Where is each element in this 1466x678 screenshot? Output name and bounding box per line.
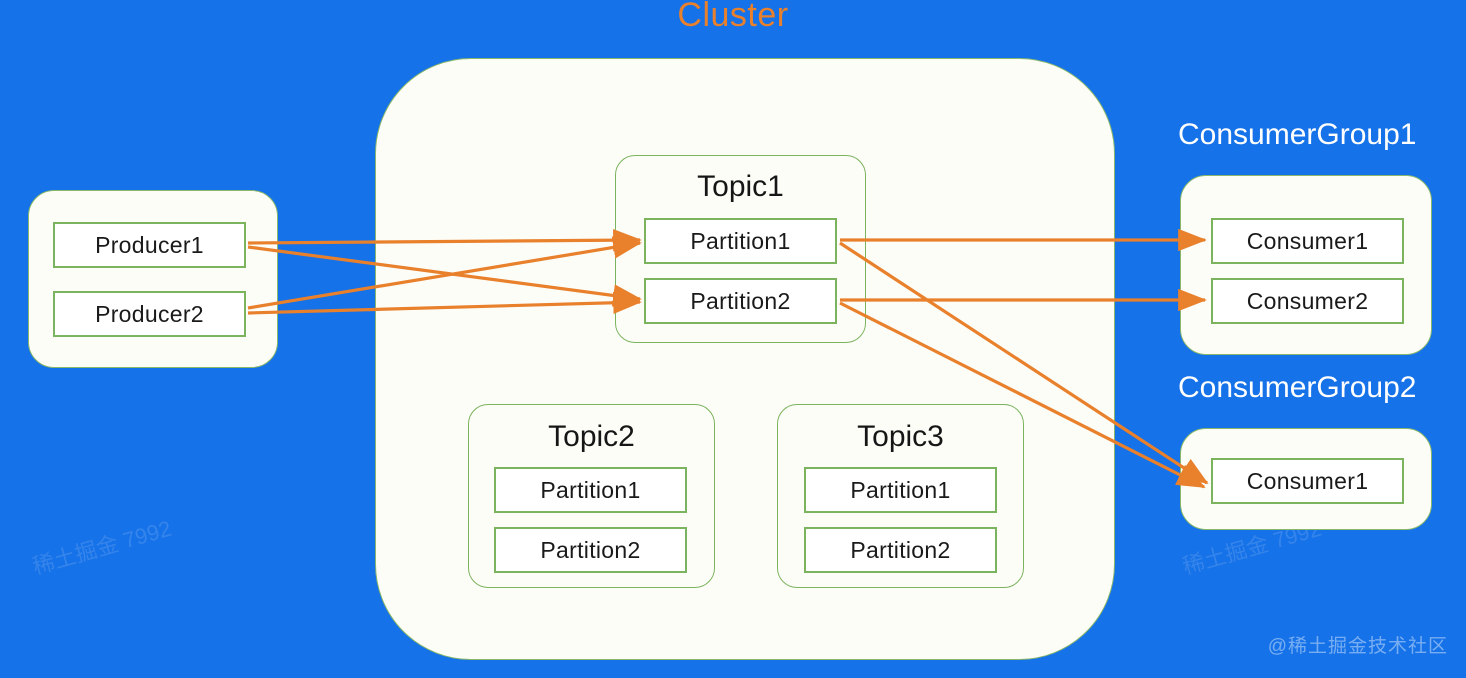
- topic-3-partition-2[interactable]: Partition2: [804, 527, 997, 573]
- consumer-group-2-label: ConsumerGroup2: [1178, 371, 1417, 404]
- topic-3-title: Topic3: [857, 420, 944, 453]
- watermark-tile: 稀土掘金 7992: [29, 515, 175, 580]
- topic-3-partition-1[interactable]: Partition1: [804, 467, 997, 513]
- topic-2-partition-2[interactable]: Partition2: [494, 527, 687, 573]
- corner-watermark: @稀土掘金技术社区: [1267, 636, 1448, 657]
- producer-panel: [28, 190, 278, 368]
- consumer-group-1-consumer-1[interactable]: Consumer1: [1211, 218, 1404, 264]
- topic-1-partition-2[interactable]: Partition2: [644, 278, 837, 324]
- topic-1-partition-1[interactable]: Partition1: [644, 218, 837, 264]
- consumer-group-1-consumer-2[interactable]: Consumer2: [1211, 278, 1404, 324]
- topic-2-panel: [468, 404, 715, 588]
- consumer-group-1-panel: [1180, 175, 1432, 355]
- topic-2-partition-1[interactable]: Partition1: [494, 467, 687, 513]
- consumer-group-2-consumer-1[interactable]: Consumer1: [1211, 458, 1404, 504]
- producer-1[interactable]: Producer1: [53, 222, 246, 268]
- producer-2[interactable]: Producer2: [53, 291, 246, 337]
- page-title: Cluster: [677, 0, 789, 34]
- topic-1-title: Topic1: [697, 170, 784, 203]
- topic-2-title: Topic2: [548, 420, 635, 453]
- consumer-group-1-label: ConsumerGroup1: [1178, 118, 1417, 151]
